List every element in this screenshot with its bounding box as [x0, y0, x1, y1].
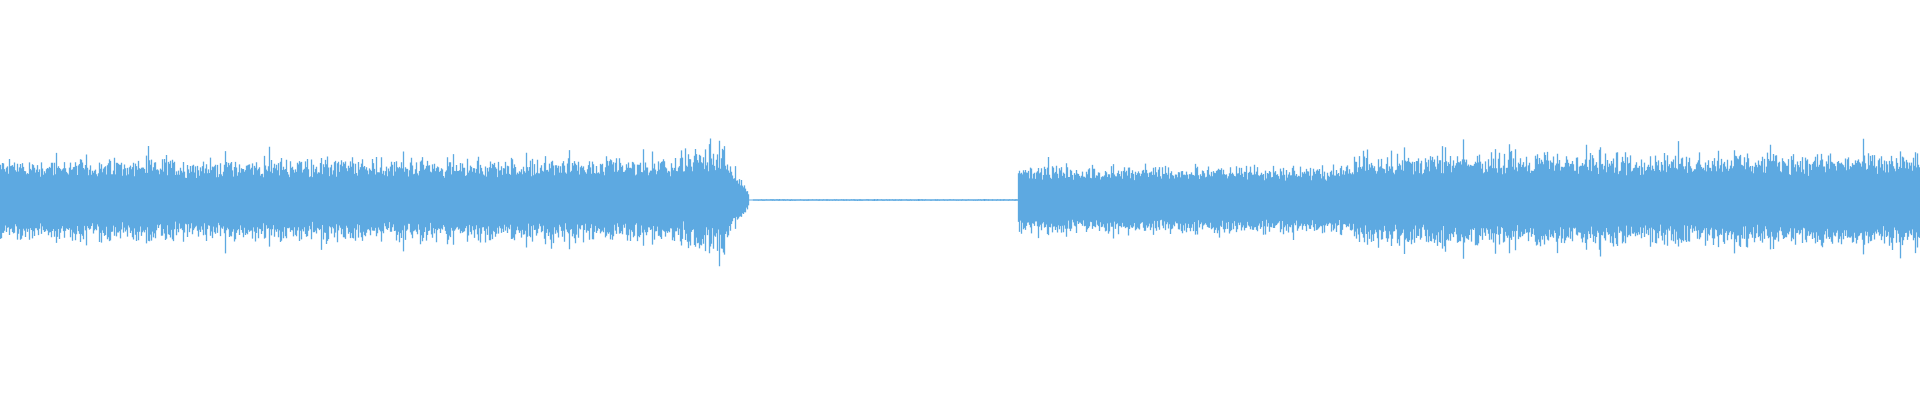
waveform-peaks	[0, 138, 1920, 267]
